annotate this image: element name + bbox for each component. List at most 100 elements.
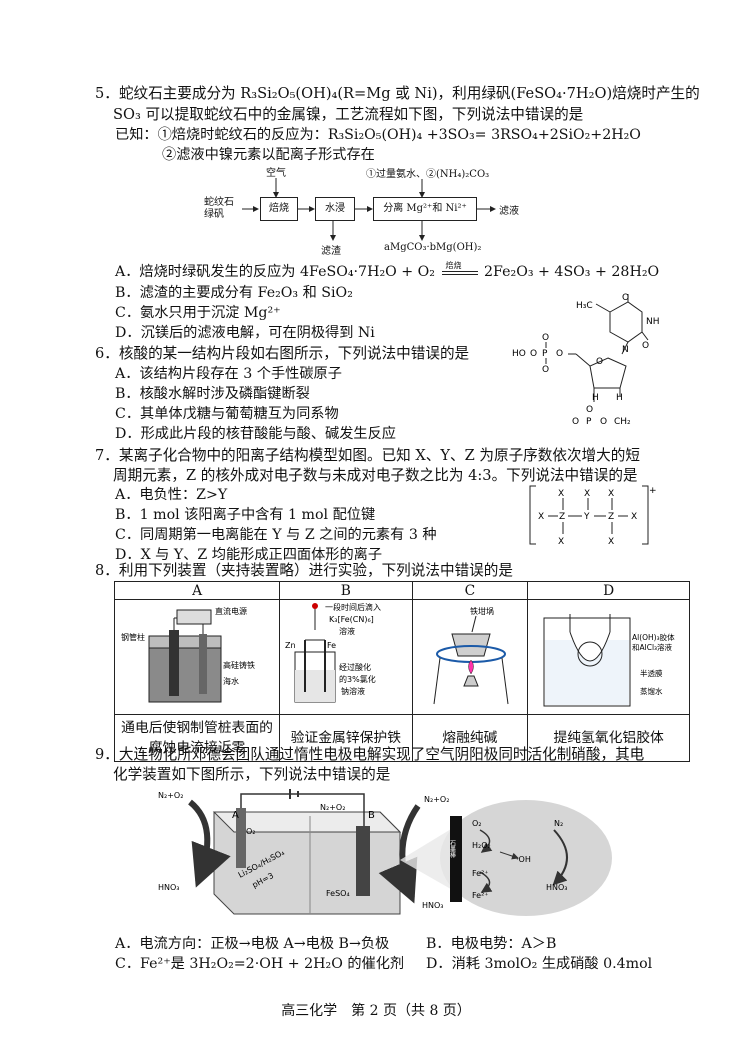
- label-n2o2-right: N₂+O₂: [424, 795, 449, 804]
- cathodic-protection-diagram: 直流电源 钢管柱 高硅铸铁 海水: [121, 606, 255, 703]
- q9-option-a: A．电流方向：正极→电极 A→电极 B→负极: [115, 936, 390, 952]
- q6-option-c: C．其单体戊糖与葡萄糖互为同系物: [115, 406, 339, 422]
- page-footer: 高三化学 第 2 页（共 8 页）: [281, 1003, 471, 1019]
- label-electrode-a: A: [232, 810, 239, 821]
- q7-option-a: A．电负性：Z>Y: [115, 487, 228, 503]
- flow-box-leach: 水浸: [315, 197, 355, 221]
- apparatus-a: 直流电源 钢管柱 高硅铸铁 海水: [113, 599, 281, 715]
- nucleotide-structure: O NH O H₃C N O HO O P O O O H H O O P O …: [512, 293, 660, 427]
- label-sol3: 钠溶液: [341, 686, 365, 696]
- label-membrane: 半透膜: [640, 668, 663, 678]
- label-o2-anode: O₂: [246, 827, 256, 836]
- label-drop1: 一段时间后滴入: [325, 602, 381, 612]
- flow-residue: 滤渣: [321, 246, 341, 257]
- model-x1: X: [558, 489, 564, 499]
- model-x5: X: [631, 512, 637, 522]
- mol-p: P: [542, 349, 548, 359]
- mol-o-4: O: [572, 417, 579, 427]
- mol-h1: H: [592, 393, 599, 403]
- q5-option-b: B．滤渣的主要成分有 Fe₂O₃ 和 SiO₂: [115, 285, 353, 301]
- q7-option-c: C．同周期第一电离能在 Y 与 Z 之间的元素有 3 种: [115, 527, 437, 543]
- q5-option-a: A．焙烧时绿矾发生的反应为 4FeSO₄·7H₂O + O₂ 焙烧 2Fe₂O₃…: [115, 261, 659, 282]
- mol-o-p-bot: O: [542, 365, 549, 375]
- label-sol2: 的3%氯化: [339, 674, 376, 684]
- q9-stem-line1: 9．大连物化所邓德会团队通过惰性电极电解实现了空气阴阳极同时活化制硝酸，其电: [95, 746, 645, 763]
- label-hno3-bubble: HNO₃: [546, 883, 568, 892]
- caption-a: 通电后使钢制管桩表面的腐蚀电流接近零: [113, 714, 281, 762]
- label-sol1: 经过酸化: [339, 662, 371, 672]
- crucible-diagram: 铁坩埚: [433, 606, 509, 705]
- q8-stem: 8．利用下列装置（夹持装置略）进行实验，下列说法中错误的是: [95, 562, 513, 579]
- apparatus-d: Al(OH)₃胶体 和AlCl₃溶液 半透膜 蒸馏水: [527, 599, 690, 715]
- col-header-d: D: [527, 581, 690, 600]
- flow-input: 蛇纹石绿矾: [204, 197, 234, 220]
- mol-ho: HO: [512, 349, 526, 359]
- q5-option-c: C．氨水只用于沉淀 Mg²⁺: [115, 305, 281, 321]
- q9-option-c: C．Fe²⁺是 3H₂O₂=2·OH + 2H₂O 的催化剂: [115, 956, 405, 972]
- flow-filtrate: 滤液: [499, 206, 519, 217]
- model-x6: X: [558, 537, 564, 547]
- label-oh: ·OH: [516, 855, 531, 864]
- mol-nh: NH: [646, 317, 660, 327]
- col-header-b: B: [279, 581, 413, 600]
- q7-stem-line1: 7．某离子化合物中的阳离子结构模型如图。已知 X、Y、Z 为原子序数依次增大的短: [95, 447, 640, 464]
- model-x7: X: [608, 537, 614, 547]
- model-x4: X: [538, 512, 544, 522]
- flow-precipitate: aMgCO₃·bMg(OH)₂: [384, 242, 482, 253]
- mol-h2: H: [616, 393, 623, 403]
- mol-o-top: O: [622, 293, 629, 303]
- q5-option-d: D．沉镁后的滤液电解，可在阴极得到 Ni: [115, 325, 375, 341]
- mol-o-p-top: O: [542, 333, 549, 343]
- flow-air: 空气: [266, 168, 286, 179]
- label-n2o2-b: N₂+O₂: [320, 803, 345, 812]
- mol-ch3: H₃C: [576, 301, 593, 311]
- mol-o-2: O: [556, 349, 563, 359]
- label-zn: Zn: [285, 641, 296, 650]
- q9-stem-line2: 化学装置如下图所示，下列说法中错误的是: [113, 766, 391, 783]
- q7-stem-line2: 周期元素，Z 的核外成对电子数与未成对电子数之比为 4:3。下列说法中错误的是: [113, 467, 638, 484]
- mol-o-right: O: [642, 341, 649, 351]
- model-z2: Z: [608, 512, 614, 522]
- label-anode: 高硅铸铁: [223, 660, 255, 670]
- label-n2o2-left: N₂+O₂: [158, 791, 183, 800]
- label-graphite: 石墨棒: [449, 840, 456, 859]
- label-h2o2: H₂O₂: [472, 841, 491, 850]
- mol-o-ring: O: [596, 357, 603, 367]
- apparatus-c: 铁坩埚: [411, 599, 529, 715]
- label-electrode-b: B: [368, 810, 375, 821]
- label-pile: 钢管柱: [121, 632, 145, 642]
- q7-option-b: B．1 mol 该阳离子中含有 1 mol 配位键: [115, 507, 376, 523]
- q5-stem-line2: SO₃ 可以提取蛇纹石中的金属镍，工艺流程如下图，下列说法中错误的是: [113, 106, 584, 123]
- model-x2: X: [584, 489, 590, 499]
- label-o2: O₂: [472, 819, 482, 828]
- label-feso4: FeSO₄: [326, 889, 350, 898]
- dialysis-diagram: Al(OH)₃胶体 和AlCl₃溶液 半透膜 蒸馏水: [543, 614, 675, 707]
- label-drop3: 溶液: [339, 626, 355, 636]
- zinc-protection-diagram: Zn Fe 一段时间后滴入 K₃[Fe(CN)₆] 溶液 经过酸化 的3%氯化 …: [285, 602, 381, 703]
- mol-ch2: CH₂: [614, 417, 631, 427]
- apparatus-b: Zn Fe 一段时间后滴入 K₃[Fe(CN)₆] 溶液 经过酸化 的3%氯化 …: [279, 599, 413, 715]
- mol-o-5: O: [600, 417, 607, 427]
- model-x3: X: [608, 489, 614, 499]
- label-hno3-left: HNO₃: [158, 883, 180, 892]
- label-n2: N₂: [554, 819, 563, 828]
- flow-box-roast: 焙烧: [260, 197, 298, 221]
- flow-box-separate: 分离 Mg²⁺和 Ni²⁺: [373, 197, 477, 221]
- q7-option-d: D．X 与 Y、Z 均能形成正四面体形的离子: [115, 547, 383, 563]
- q6-stem: 6．核酸的某一结构片段如右图所示，下列说法中错误的是: [95, 345, 470, 362]
- q6-option-d: D．形成此片段的核苷酸能与酸、碱发生反应: [115, 426, 396, 442]
- q6-option-b: B．核酸水解时涉及磷酯键断裂: [115, 386, 310, 402]
- caption-b: 验证金属锌保护铁: [279, 714, 413, 762]
- q5-known-2: ②滤液中镍元素以配离子形式存在: [162, 147, 375, 163]
- caption-c: 熔融纯碱: [411, 714, 529, 762]
- flow-arrows: [242, 178, 496, 241]
- model-charge: +: [649, 486, 656, 496]
- model-y: Y: [583, 512, 590, 522]
- col-header-a: A: [113, 581, 281, 600]
- label-fe2-bottom: Fe²⁺: [472, 891, 489, 900]
- mol-o-1: O: [530, 349, 537, 359]
- flow-reagent: ①过量氨水、②(NH₄)₂CO₃: [366, 169, 490, 180]
- label-crucible: 铁坩埚: [470, 606, 494, 616]
- model-z1: Z: [559, 512, 565, 522]
- mol-p2: P: [586, 417, 592, 427]
